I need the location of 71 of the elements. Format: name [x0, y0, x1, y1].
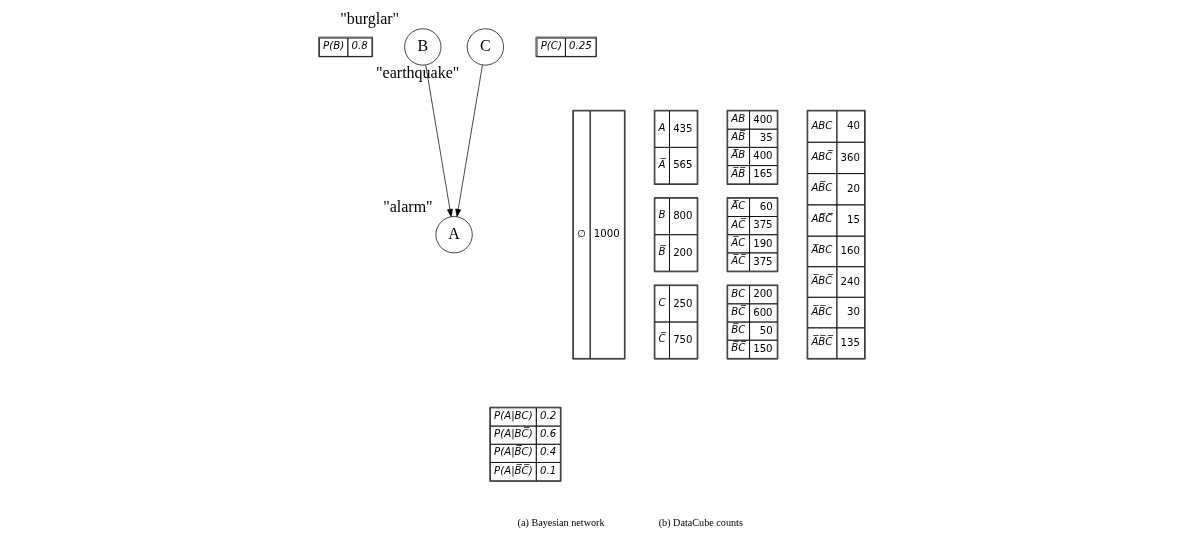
label: ABC̅ — [810, 150, 832, 162]
label: 400 — [752, 150, 773, 162]
label: A̅C — [730, 200, 745, 212]
label: AB̅C — [810, 182, 832, 194]
label: 0.6 — [539, 428, 556, 440]
label: 0.25 — [568, 40, 592, 52]
label: 50 — [759, 324, 773, 336]
label: 375 — [752, 255, 773, 267]
label: B̅C̅ — [730, 342, 745, 354]
label: P(A|BC̅) — [493, 428, 533, 440]
label: A — [658, 122, 666, 134]
label: 150 — [752, 343, 773, 355]
label: 250 — [672, 297, 693, 309]
label: 600 — [752, 306, 773, 318]
label: 15 — [846, 214, 860, 226]
label: A̅C — [730, 236, 745, 248]
label: C̅ — [658, 333, 666, 345]
label: 160 — [840, 245, 860, 257]
label: BC̅ — [730, 305, 745, 317]
label: (b) DataCube counts — [658, 517, 743, 529]
label: AC̅ — [730, 218, 745, 230]
label: BC — [730, 287, 745, 299]
label: P(A|B̅C̅) — [493, 464, 533, 476]
label: 0.2 — [539, 409, 556, 421]
label: 165 — [752, 168, 773, 180]
label: A̅B̅C̅ — [810, 336, 832, 348]
label: C — [658, 296, 666, 308]
label: 240 — [840, 275, 860, 287]
label: A̅BC — [810, 244, 832, 256]
node-label: "burglar" — [339, 10, 399, 28]
label: P(C) — [540, 40, 562, 52]
label: 435 — [672, 122, 693, 134]
label: B̅C — [730, 324, 745, 336]
label: 190 — [752, 237, 773, 249]
label: 750 — [672, 333, 693, 345]
label: 0.8 — [350, 40, 368, 52]
node-label: "alarm" — [382, 197, 433, 215]
label: ABC — [810, 119, 832, 131]
label: 800 — [672, 210, 693, 222]
label: (a) Bayesian network — [517, 517, 605, 529]
label: 360 — [840, 151, 860, 163]
label: AB̅ — [730, 131, 745, 143]
label: B — [658, 209, 666, 221]
label: P(A|BC) — [493, 409, 533, 421]
label: 35 — [759, 131, 773, 143]
label: B̅ — [658, 245, 666, 257]
label: P(B) — [322, 40, 344, 52]
label: 200 — [672, 246, 693, 258]
label: A̅B — [730, 149, 745, 161]
node-label: "earthquake" — [375, 63, 459, 81]
label: P(A|B̅C) — [493, 446, 533, 458]
label: ∅ — [576, 227, 586, 239]
label: 1000 — [593, 228, 620, 240]
label: AB — [730, 113, 745, 125]
label: 20 — [846, 182, 860, 194]
label: A̅ — [658, 158, 666, 170]
label: A̅BC̅ — [810, 274, 832, 286]
label: A̅B̅C — [810, 305, 832, 317]
label: 375 — [752, 219, 773, 231]
label: 400 — [752, 113, 773, 125]
label: 60 — [759, 201, 773, 213]
label: 40 — [846, 120, 860, 132]
label: 200 — [752, 288, 773, 300]
label: 30 — [846, 306, 860, 318]
label: 0.1 — [539, 464, 556, 476]
label: AB̅C̅ — [810, 213, 832, 225]
label: A̅B̅ — [730, 167, 745, 179]
label: A̅C̅ — [730, 254, 745, 266]
label: 565 — [672, 159, 693, 171]
label: 135 — [840, 336, 860, 348]
label: 0.4 — [539, 446, 556, 458]
